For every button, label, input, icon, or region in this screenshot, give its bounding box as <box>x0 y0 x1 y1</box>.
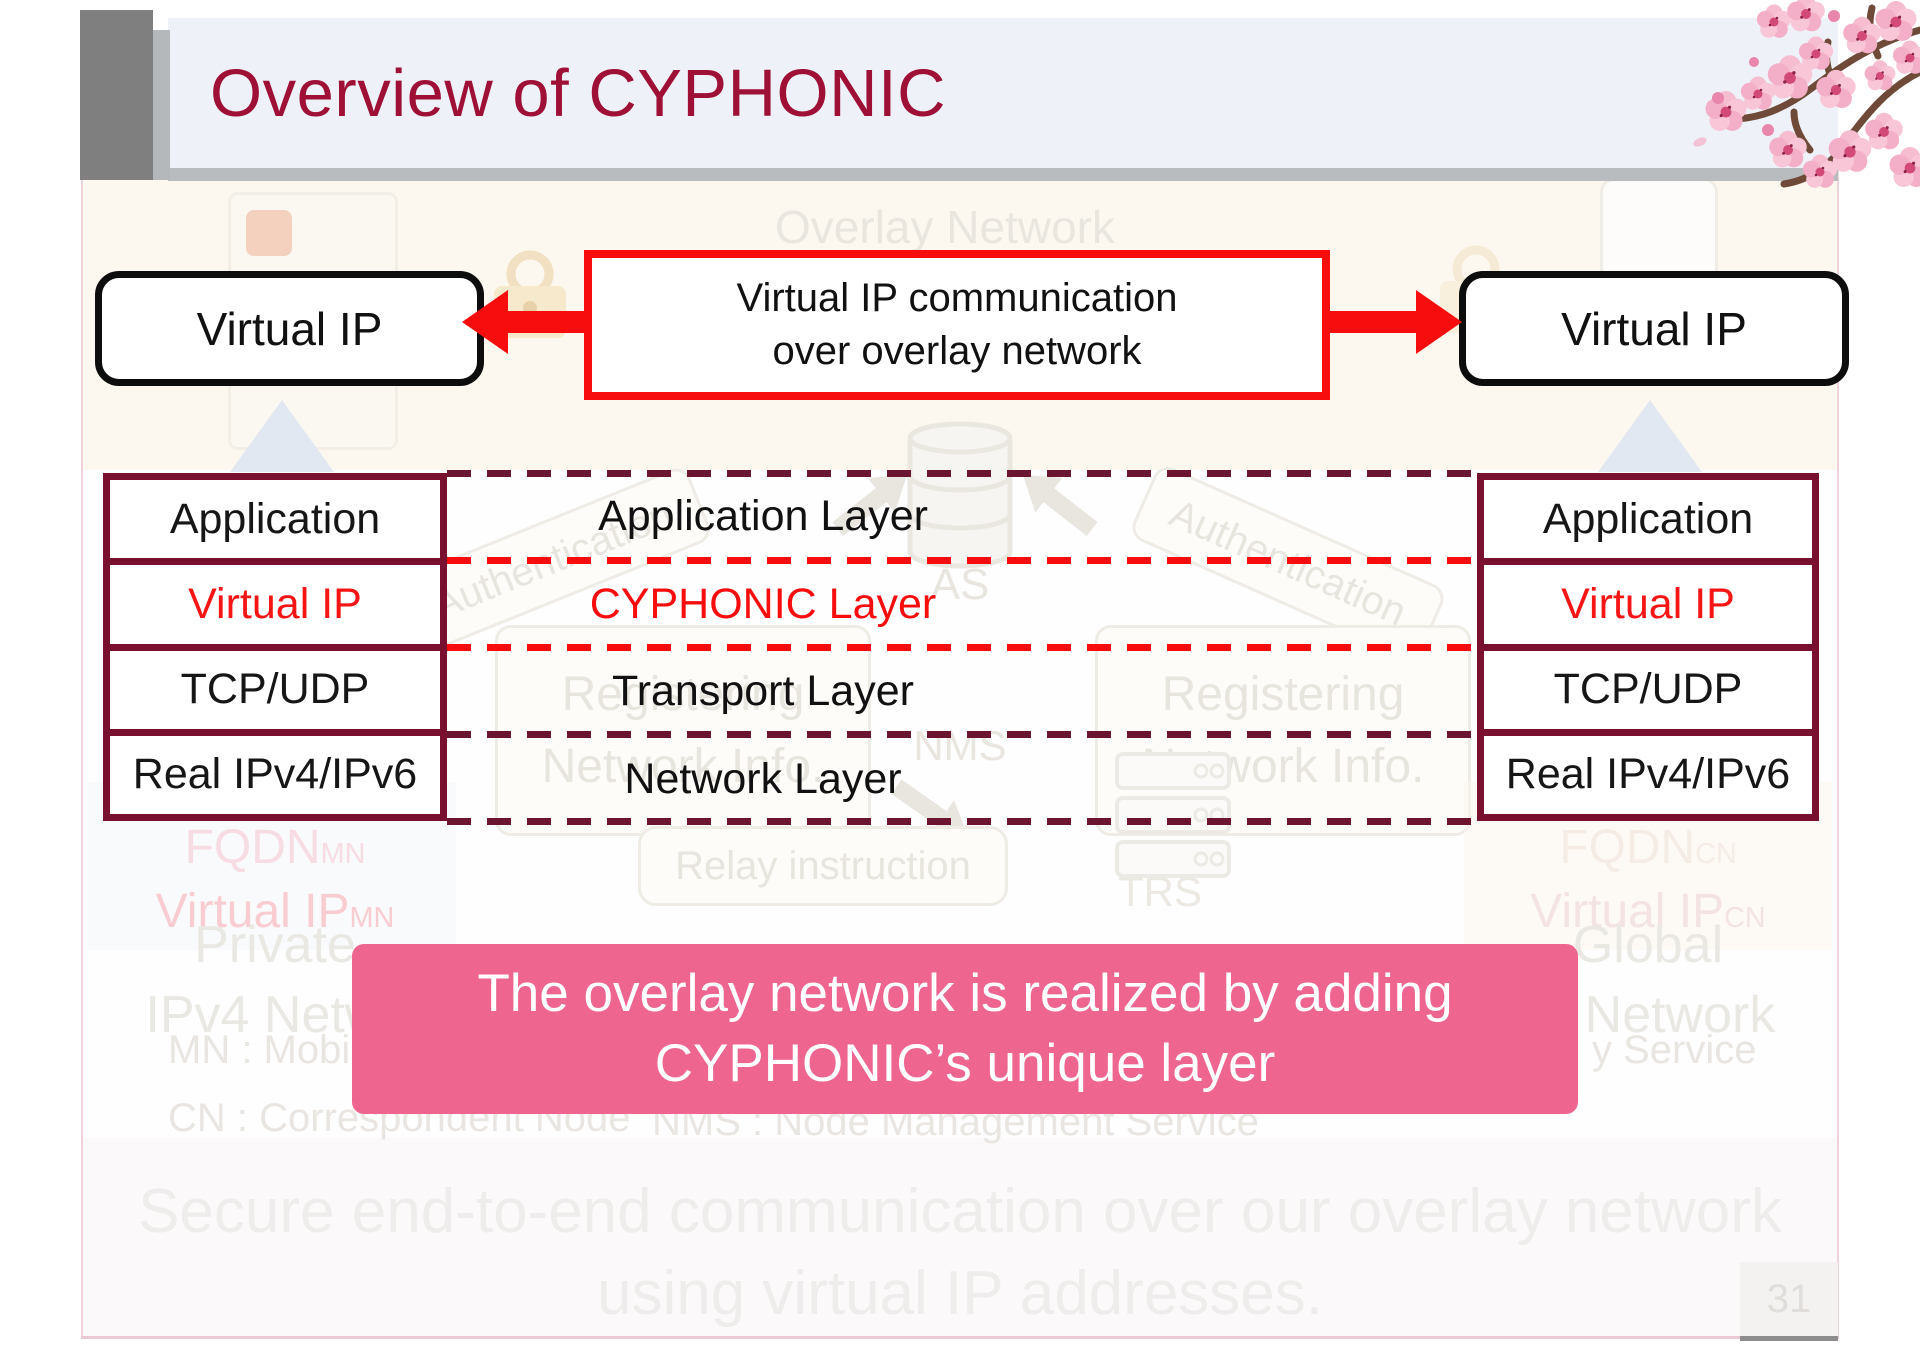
stack-left-real-ip-label: Real IPv4/IPv6 <box>132 750 418 799</box>
stack-left-row-real-ip: Real IPv4/IPv6 <box>110 735 440 814</box>
dashed-line-top <box>447 470 1477 477</box>
stack-right-row-real-ip: Real IPv4/IPv6 <box>1484 735 1812 814</box>
network-layer-label: Network Layer <box>624 755 902 803</box>
registering-box-left: Registering Network Info. <box>495 625 871 836</box>
stack-left-virtual-ip-label: Virtual IP <box>188 579 362 628</box>
application-layer-label: Application Layer <box>598 492 928 540</box>
frame-bottom-line <box>81 1336 1839 1339</box>
dashed-line-cyphonic-bottom <box>447 644 1477 651</box>
center-box-line1: Virtual IP communication <box>736 276 1178 320</box>
app-icon <box>246 210 292 256</box>
stack-right-tcp-udp-label: TCP/UDP <box>1553 665 1743 714</box>
header-dark-block <box>80 10 153 180</box>
fqdn-cn-base: FQDN <box>1559 821 1696 874</box>
page-number-box: 31 <box>1740 1262 1838 1336</box>
stack-right-row-tcp-udp: TCP/UDP <box>1484 650 1812 729</box>
callout-line2: CYPHONIC’s unique layer <box>654 1034 1276 1093</box>
virtual-ip-cn-sub: CN <box>1724 902 1766 934</box>
protocol-stack-left: Application Virtual IP TCP/UDP Real IPv4… <box>103 473 447 821</box>
virtual-ip-cn-base: Virtual IP <box>1530 885 1725 938</box>
dashed-line-cyphonic-top <box>447 557 1477 564</box>
fqdn-mn-label: FQDNMN <box>103 820 447 875</box>
virtual-ip-mn-base: Virtual IP <box>155 885 350 938</box>
stack-left-application-label: Application <box>169 494 381 543</box>
stack-right-virtual-ip-label: Virtual IP <box>1561 579 1735 628</box>
stack-left-row-tcp-udp: TCP/UDP <box>110 650 440 729</box>
server-stack-icon <box>1115 752 1231 878</box>
virtual-ip-right-label: Virtual IP <box>1561 302 1747 355</box>
stack-right-row-application: Application <box>1484 480 1812 559</box>
callout-box: The overlay network is realized by addin… <box>352 944 1578 1114</box>
nms-label: NMS <box>913 722 1007 769</box>
dashed-line-transport-bottom <box>447 731 1477 738</box>
center-box-line2: over overlay network <box>772 329 1142 373</box>
virtual-ip-box-left: Virtual IP <box>95 271 484 386</box>
title-banner <box>168 18 1838 168</box>
arrow-up-right-icon <box>832 474 908 537</box>
global-network-line1: Global <box>1572 916 1724 974</box>
relay-instruction-label: Relay instruction <box>675 843 971 888</box>
overlay-network-ghost-label: Overlay Network <box>775 201 1115 253</box>
stack-right-real-ip-label: Real IPv4/IPv6 <box>1505 750 1791 799</box>
legend-trs-fragment: y Service <box>1592 1028 1757 1072</box>
page-number: 31 <box>1766 1276 1812 1321</box>
protocol-stack-right: Application Virtual IP TCP/UDP Real IPv4… <box>1477 473 1819 821</box>
as-label: AS <box>930 560 990 609</box>
registering-left-line2: Network Info. <box>541 739 825 793</box>
cherry-blossom-decoration <box>1693 0 1920 188</box>
registering-right-line1: Registering <box>1161 667 1405 721</box>
page-number-underline <box>1740 1336 1838 1341</box>
frame-right-line <box>1837 150 1839 1338</box>
transport-layer-label: Transport Layer <box>612 667 914 715</box>
arrow-up-left-icon <box>1022 474 1098 537</box>
dashed-line-bottom <box>447 818 1477 825</box>
relay-instruction-box: Relay instruction <box>638 826 1008 906</box>
cyphonic-layer-label: CYPHONIC Layer <box>589 580 937 628</box>
virtual-ip-cn-label: Virtual IPCN <box>1477 884 1819 939</box>
up-triangle-right <box>1598 400 1702 472</box>
global-network-line2: Network <box>1584 986 1776 1044</box>
bottom-message-line2: using virtual IP addresses. <box>596 1259 1324 1328</box>
callout-line1: The overlay network is realized by addin… <box>477 964 1453 1023</box>
registering-left-line1: Registering <box>561 667 805 721</box>
bottom-message-line1: Secure end-to-end communication over our… <box>138 1177 1782 1246</box>
virtual-ip-left-label: Virtual IP <box>196 302 383 355</box>
virtual-ip-box-right: Virtual IP <box>1459 271 1849 386</box>
private-network-line1: Private <box>194 916 356 974</box>
title-banner-shadow <box>168 168 1838 181</box>
stack-right-application-label: Application <box>1542 494 1754 543</box>
content-bottom-strip <box>83 1138 1837 1336</box>
fqdn-mn-base: FQDN <box>184 821 321 874</box>
fqdn-cn-label: FQDNCN <box>1477 820 1819 875</box>
virtual-ip-communication-box: Virtual IP communication over overlay ne… <box>584 250 1330 400</box>
trs-label: TRS <box>1118 868 1202 915</box>
fqdn-cn-sub: CN <box>1695 838 1737 870</box>
red-arrow-left-icon <box>462 290 592 354</box>
virtual-ip-mn-label: Virtual IPMN <box>103 884 447 939</box>
virtual-ip-mn-sub: MN <box>349 902 395 934</box>
frame-left-line <box>81 150 83 1338</box>
up-triangle-left <box>230 400 334 472</box>
fqdn-mn-sub: MN <box>320 838 366 870</box>
header-light-strip <box>153 30 170 180</box>
stack-left-row-application: Application <box>110 480 440 559</box>
page-title: Overview of CYPHONIC <box>210 18 946 168</box>
red-arrow-right-icon <box>1328 290 1462 354</box>
stack-right-row-virtual-ip: Virtual IP <box>1484 565 1812 644</box>
stack-left-tcp-udp-label: TCP/UDP <box>180 665 370 714</box>
page-title-text: Overview of CYPHONIC <box>210 55 946 131</box>
stack-left-row-virtual-ip: Virtual IP <box>110 565 440 644</box>
